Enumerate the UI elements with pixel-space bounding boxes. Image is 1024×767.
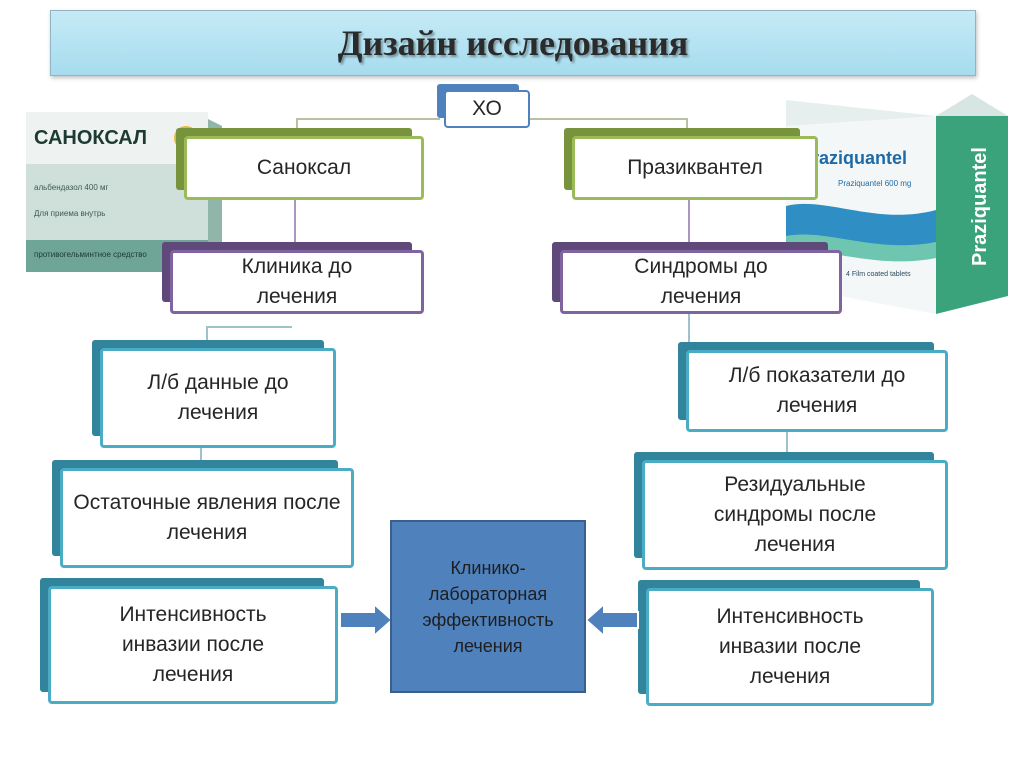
praziquantel-label: Празиквантел (627, 156, 763, 179)
lab-before-right-label: Л/б показатели до лечения (728, 364, 906, 417)
sanoksal-package-route: Для приема внутрь (34, 209, 105, 218)
lab-before-right-node: Л/б показатели до лечения (686, 350, 948, 432)
connector (200, 448, 202, 462)
sanoksal-node: Саноксал (184, 136, 424, 200)
efficacy-label: Клинико-лабораторная эффективность лечен… (422, 557, 554, 656)
residual-right-label: Резидуальные синдромы после лечения (713, 473, 877, 556)
title-banner: Дизайн исследования (50, 10, 976, 76)
intensity-left-label: Интенсивность инвазии после лечения (119, 603, 267, 686)
praziquantel-package-image: Praziquantel Praziquantel 600 mg 4 Film … (786, 94, 1008, 314)
intensity-left-node: Интенсивность инвазии после лечения (48, 586, 338, 704)
connector (296, 118, 440, 120)
page-title: Дизайн исследования (337, 23, 689, 63)
clinic-before-label: Клиника до лечения (241, 255, 353, 308)
syndromes-before-node: Синдромы до лечения (560, 250, 842, 314)
root-node: ХО (444, 90, 530, 128)
arrow-left-icon (584, 601, 639, 639)
lab-before-left-label: Л/б данные до лечения (147, 371, 289, 424)
connector (530, 118, 686, 120)
clinic-before-node: Клиника до лечения (170, 250, 424, 314)
praziquantel-package-dose: Praziquantel 600 mg (838, 179, 911, 188)
intensity-right-label: Интенсивность инвазии после лечения (716, 605, 864, 688)
praziquantel-node: Празиквантел (572, 136, 818, 200)
connector (294, 198, 296, 244)
intensity-right-node: Интенсивность инвазии после лечения (646, 588, 934, 706)
lab-before-left-node: Л/б данные до лечения (100, 348, 336, 448)
efficacy-node: Клинико-лабораторная эффективность лечен… (390, 520, 586, 693)
sanoksal-label: Саноксал (256, 156, 352, 179)
root-node-label: ХО (472, 97, 502, 120)
connector (206, 326, 208, 344)
connector (688, 198, 690, 244)
residual-right-node: Резидуальные синдромы после лечения (642, 460, 948, 570)
praziquantel-package-name: Praziquantel (800, 148, 907, 168)
connector (206, 326, 292, 328)
residual-left-label: Остаточные явления после лечения (73, 491, 341, 544)
syndromes-before-label: Синдромы до лечения (634, 255, 768, 308)
connector (688, 312, 690, 342)
arrow-right-icon (339, 601, 394, 639)
connector (786, 432, 788, 452)
praziquantel-package-side: Praziquantel (969, 147, 991, 266)
sanoksal-package-name: САНОКСАЛ (34, 127, 147, 149)
praziquantel-package-footer: 4 Film coated tablets (846, 271, 911, 278)
residual-left-node: Остаточные явления после лечения (60, 468, 354, 568)
sanoksal-package-class: противогельминтное средство (34, 250, 147, 259)
sanoksal-package-dose: альбендазол 400 мг (34, 183, 108, 192)
